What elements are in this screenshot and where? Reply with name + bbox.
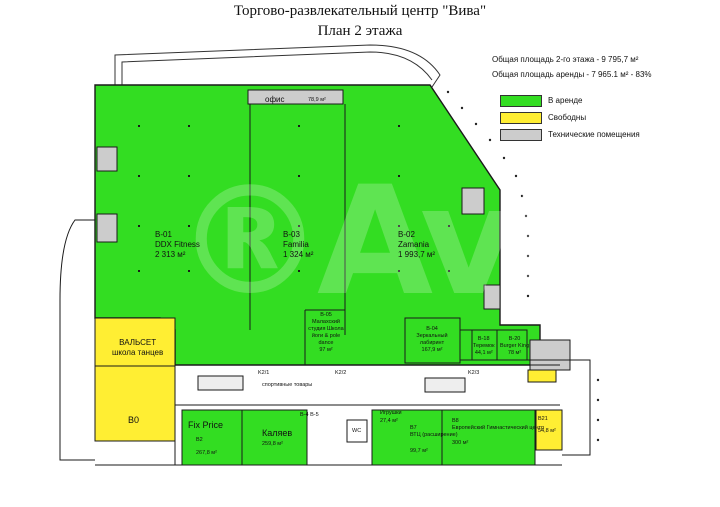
b20-area: 78 м² [507, 350, 522, 356]
b04-name: Зеркальный лабиринт [416, 333, 448, 346]
b7-area: 99,7 м² [410, 448, 428, 454]
b03-name: Familia [283, 240, 309, 249]
b18-name: Теремок [473, 343, 495, 349]
b01-code: B-01 [155, 230, 172, 239]
watermark: ®Avito [175, 155, 720, 329]
office-area: 78,9 м² [308, 97, 326, 103]
unit-b01: B-01 DDX Fitness 2 313 м² [155, 230, 200, 260]
escalator-2 [424, 377, 466, 393]
stair-3 [461, 187, 485, 215]
unit-b8: B8 Европейский Гимнастический центр [452, 418, 544, 432]
partitions [59, 104, 560, 465]
b02-code: B-02 [398, 230, 415, 239]
legend-swatch-rented [500, 94, 542, 107]
stair-2 [96, 213, 118, 243]
legend-item-free: Свободны [500, 109, 640, 126]
page-title: Торгово-развлекательный центр "Вива" [233, 3, 487, 19]
fixprice-name: Fix Price [188, 420, 224, 430]
b01-name: DDX Fitness [155, 240, 200, 249]
stair-4 [483, 284, 501, 310]
legend-label-technical: Технические помещения [548, 130, 640, 139]
b7-name: ВТЦ (расширение) [410, 432, 458, 438]
b05-name: Малахский студия Школа йоги & pole dance [308, 319, 344, 346]
b02-name: Zamania [398, 240, 430, 249]
total-area-text: Общая площадь 2-го этажа - 9 795,7 м² [492, 55, 639, 64]
b21-zone [535, 409, 563, 451]
page-subtitle: План 2 этажа [317, 23, 403, 39]
valset-sub: школа танцев [112, 348, 164, 357]
b05-code: B-05 [320, 312, 332, 318]
column-grid [138, 125, 450, 272]
kalyaev-code: B-4 B-5 [300, 412, 319, 418]
unit-b0: B0 [128, 415, 140, 425]
legend-item-rented: В аренде [500, 92, 640, 109]
kalyaev-zone [241, 409, 308, 466]
corridor-k1: K2/1 [258, 370, 270, 376]
corridor-yellow [527, 369, 557, 383]
b8-code: B8 [452, 418, 459, 424]
b04-area: 167,9 м² [421, 347, 443, 353]
legend-item-technical: Технические помещения [500, 126, 640, 143]
b18-code: B-18 [477, 336, 490, 342]
unit-valset: ВАЛЬСЕТ школа танцев [112, 338, 163, 358]
entrance-ramp [114, 44, 441, 91]
rent-area-text: Общая площадь аренды - 7 965.1 м² - 83% [492, 70, 652, 79]
b0-zone [94, 365, 176, 442]
office-zone [247, 89, 344, 105]
b03-code: B-03 [283, 230, 300, 239]
area-stats: Общая площадь 2-го этажа - 9 795,7 м² Об… [492, 52, 652, 82]
valset-zone [94, 317, 176, 367]
valset-name: ВАЛЬСЕТ [119, 338, 157, 347]
b8-zone [441, 409, 536, 466]
b8-area: 300 м² [452, 440, 469, 446]
unit-b03: B-03 Familia 1 324 м² [283, 230, 313, 260]
b02-area: 1 993,7 м² [398, 250, 436, 259]
unit-b02: B-02 Zamania 1 993,7 м² [398, 230, 435, 260]
b01-area: 2 313 м² [155, 250, 186, 259]
b21-code: B21 [538, 416, 548, 422]
b20-name: Burger King [500, 343, 530, 349]
corridor-k2: K2/2 [335, 370, 347, 376]
b7-zone [371, 409, 443, 466]
stair-1 [96, 146, 118, 172]
outer-shell [95, 359, 591, 466]
b20-code: B-20 [508, 336, 521, 342]
legend-swatch-technical [500, 128, 542, 141]
fixprice-code: B2 [196, 437, 203, 443]
escalator-1 [197, 375, 244, 391]
wc-label: WC [352, 428, 362, 434]
office-label: офис [265, 95, 285, 104]
b03-area: 1 324 м² [283, 250, 314, 259]
legend-swatch-free [500, 111, 542, 124]
unit-b7: B7 ВТЦ (расширение) [410, 425, 458, 439]
b7-code: B7 [410, 425, 417, 431]
igrushki-area: 27,4 м² [380, 418, 398, 424]
corridor-sport: спортивные товары [262, 382, 313, 388]
legend-label-rented: В аренде [548, 96, 583, 105]
unit-b04: B-04 Зеркальный лабиринт 167,9 м² [407, 326, 457, 354]
unit-b18: B-18 Теремок 44,1 м² [473, 336, 494, 357]
corridor-k3: K2/3 [468, 370, 480, 376]
b8-name: Европейский Гимнастический центр [452, 425, 545, 431]
kalyaev-area: 259,8 м² [262, 441, 283, 447]
legend: В аренде Свободны Технические помещения [500, 92, 640, 143]
b21-area: 54,8 м² [538, 428, 556, 434]
kalyaev-name: Каляев [262, 428, 293, 438]
unit-b05: B-05 Малахский студия Школа йоги & pole … [307, 312, 345, 354]
b04-code: B-04 [426, 326, 438, 332]
b05-area: 97 м² [319, 347, 333, 353]
perimeter-dots [446, 90, 600, 442]
fixprice-area: 267,8 м² [196, 450, 217, 456]
igrushki-name: Игрушки [380, 410, 402, 416]
unit-b20: B-20 Burger King 78 м² [500, 336, 529, 357]
legend-label-free: Свободны [548, 113, 587, 122]
b18-area: 44,1 м² [474, 350, 493, 356]
